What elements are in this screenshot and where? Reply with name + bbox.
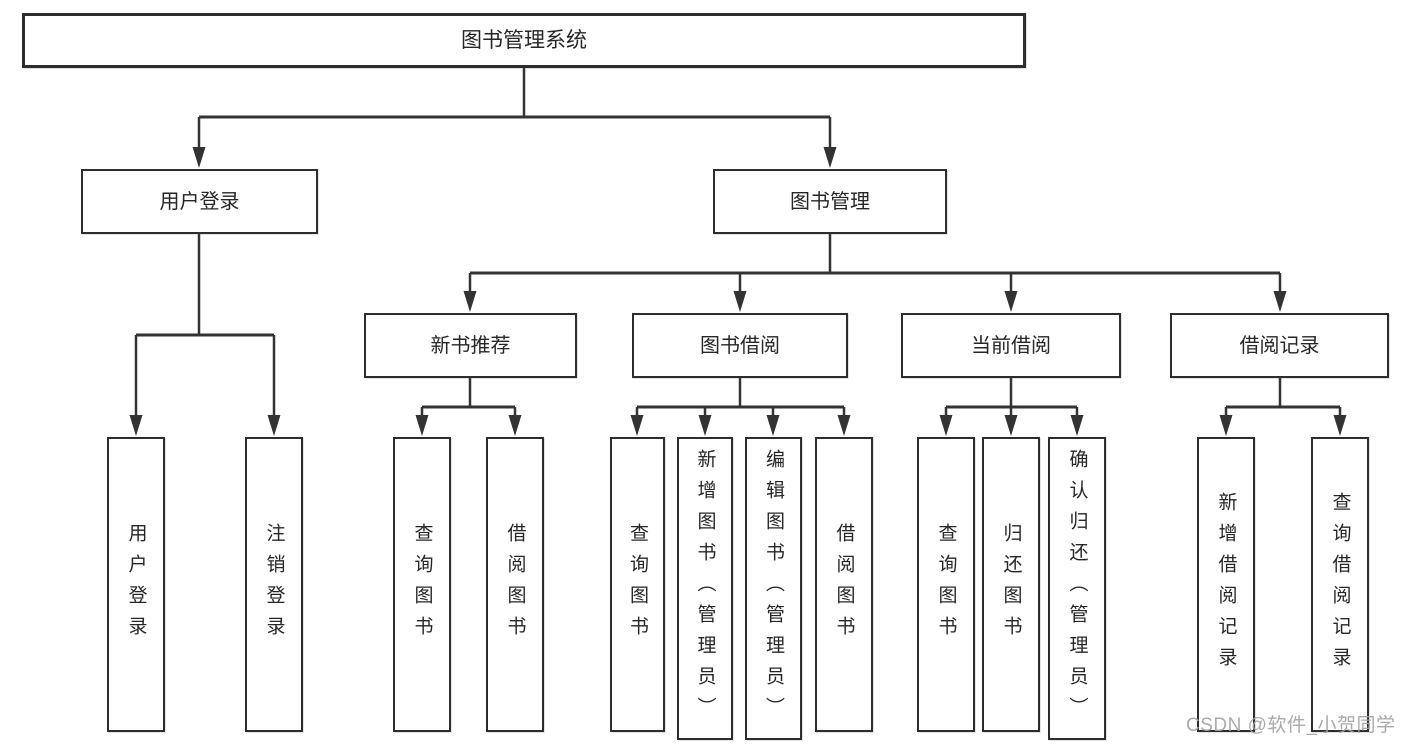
leaf-confirm-return-admin: 确认归还（管理员） xyxy=(1048,437,1106,740)
arrowhead xyxy=(1004,291,1018,312)
leaf-logout-label: 注销登录 xyxy=(263,522,285,647)
leaf-borrow-books-2: 借阅图书 xyxy=(815,437,873,732)
leaf-add-book-admin: 新增图书（管理员） xyxy=(677,437,733,740)
arrowhead xyxy=(267,415,281,436)
arrowhead xyxy=(192,147,206,168)
leaf-borrow-books-2-label: 借阅图书 xyxy=(833,522,855,647)
node-borrow-records: 借阅记录 xyxy=(1170,313,1389,378)
leaf-query-borrow-record: 查询借阅记录 xyxy=(1311,437,1369,732)
leaf-add-book-admin-label: 新增图书（管理员） xyxy=(694,449,716,728)
leaf-edit-book-admin-label: 编辑图书（管理员） xyxy=(763,449,784,728)
node-root-library-system: 图书管理系统 xyxy=(22,13,1026,68)
leaf-query-borrow-record-label: 查询借阅记录 xyxy=(1329,491,1351,678)
arrowhead xyxy=(630,415,644,436)
arrowhead xyxy=(1219,415,1233,436)
leaf-query-books-2: 查询图书 xyxy=(610,437,665,732)
leaf-query-books-3-label: 查询图书 xyxy=(935,522,957,647)
node-current-borrow: 当前借阅 xyxy=(901,313,1121,378)
leaf-add-borrow-record: 新增借阅记录 xyxy=(1197,437,1255,732)
leaf-return-book: 归还图书 xyxy=(982,437,1040,732)
arrowhead xyxy=(508,415,522,436)
leaf-borrow-books-1: 借阅图书 xyxy=(486,437,544,732)
node-book-borrow: 图书借阅 xyxy=(632,313,848,378)
arrowhead xyxy=(733,291,747,312)
arrowhead xyxy=(1004,415,1018,436)
node-new-book-recommend: 新书推荐 xyxy=(364,313,577,378)
leaf-logout: 注销登录 xyxy=(245,437,303,732)
arrowhead xyxy=(939,415,953,436)
csdn-watermark: CSDN @软件_小贺同学 xyxy=(1186,715,1396,736)
arrowhead xyxy=(1273,291,1287,312)
arrowhead xyxy=(823,147,837,168)
leaf-query-books-3: 查询图书 xyxy=(917,437,975,732)
leaf-user-login-label: 用户登录 xyxy=(125,522,147,647)
leaf-edit-book-admin: 编辑图书（管理员） xyxy=(745,437,802,740)
arrowhead xyxy=(129,415,143,436)
arrowhead xyxy=(766,415,780,436)
leaf-add-borrow-record-label: 新增借阅记录 xyxy=(1215,491,1237,678)
node-book-management: 图书管理 xyxy=(713,169,947,234)
leaf-query-books-1-label: 查询图书 xyxy=(411,522,433,647)
arrowhead xyxy=(1070,415,1084,436)
arrowhead xyxy=(463,291,477,312)
leaf-confirm-return-admin-label: 确认归还（管理员） xyxy=(1066,449,1088,728)
arrowhead xyxy=(1333,415,1347,436)
leaf-borrow-books-1-label: 借阅图书 xyxy=(504,522,526,647)
arrowhead xyxy=(698,415,712,436)
leaf-query-books-1: 查询图书 xyxy=(393,437,451,732)
node-user-login: 用户登录 xyxy=(81,169,318,234)
arrowhead xyxy=(415,415,429,436)
leaf-return-book-label: 归还图书 xyxy=(1000,522,1022,647)
leaf-query-books-2-label: 查询图书 xyxy=(627,522,648,647)
leaf-user-login: 用户登录 xyxy=(107,437,165,732)
arrowhead xyxy=(837,415,851,436)
